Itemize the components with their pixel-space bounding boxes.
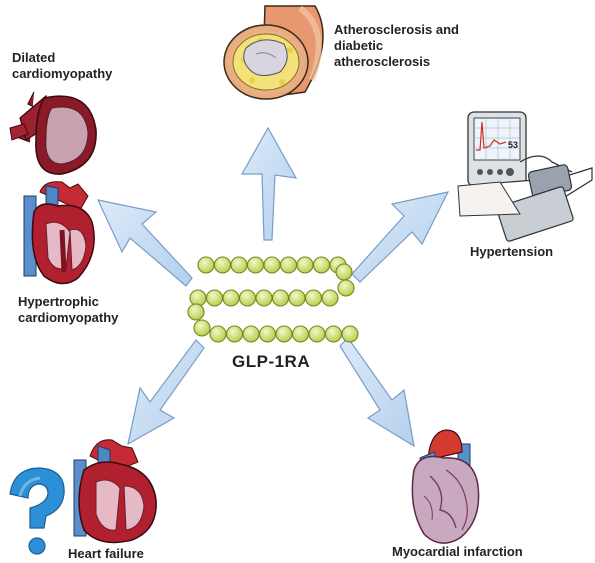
peptide-bead bbox=[187, 303, 205, 321]
arrow-to-heart-failure bbox=[127, 339, 205, 446]
peptide-bead bbox=[337, 279, 355, 297]
peptide-bead bbox=[263, 256, 281, 274]
question-mark-icon bbox=[9, 467, 65, 555]
arrow-to-hypertrophic bbox=[96, 199, 193, 287]
peptide-bead bbox=[258, 325, 277, 343]
label-hypertrophic-line1: Hypertrophic bbox=[18, 294, 99, 309]
heart-failure-illustration bbox=[73, 439, 157, 544]
peptide-bead bbox=[288, 289, 306, 307]
label-heart-failure-line1: Heart failure bbox=[68, 546, 144, 561]
peptide-bead bbox=[222, 289, 240, 307]
peptide-bead bbox=[230, 256, 248, 274]
arrows bbox=[96, 126, 450, 448]
label-heart-failure: Heart failure bbox=[68, 546, 144, 562]
label-myocardial-infarction: Myocardial infarction bbox=[392, 544, 523, 560]
arrow-to-hypertension bbox=[351, 191, 450, 283]
myocardial-infarction-heart-illustration bbox=[411, 429, 480, 544]
arrow-to-myocardial-infarction bbox=[339, 337, 415, 448]
hypertrophic-heart-illustration bbox=[23, 181, 95, 285]
peptide-bead bbox=[308, 325, 326, 343]
peptide-bead bbox=[321, 289, 339, 307]
center-label-glp1ra: GLP-1RA bbox=[232, 352, 311, 371]
peptide-bead bbox=[209, 325, 227, 343]
arrow-to-atherosclerosis bbox=[240, 126, 298, 241]
peptide-bead bbox=[312, 256, 331, 274]
label-athero-line3: atherosclerosis bbox=[334, 54, 431, 69]
peptide-bead bbox=[246, 256, 265, 274]
peptide-bead bbox=[189, 289, 207, 307]
label-hypertrophic-line2: cardiomyopathy bbox=[18, 310, 119, 325]
peptide-bead bbox=[213, 256, 232, 274]
peptide-bead bbox=[304, 289, 323, 307]
peptide-bead bbox=[324, 325, 343, 343]
peptide-chain bbox=[187, 256, 359, 343]
peptide-bead bbox=[271, 289, 290, 307]
label-athero-line2: diabetic bbox=[334, 38, 384, 53]
peptide-bead bbox=[242, 325, 260, 343]
peptide-bead bbox=[291, 325, 310, 343]
label-atherosclerosis: Atherosclerosis and diabetic atheroscler… bbox=[334, 22, 459, 70]
peptide-bead bbox=[255, 289, 273, 307]
label-hypertension-line1: Hypertension bbox=[470, 244, 554, 259]
blood-pressure-monitor-illustration bbox=[457, 111, 593, 242]
peptide-bead bbox=[238, 289, 257, 307]
label-mi-line1: Myocardial infarction bbox=[392, 544, 523, 559]
label-dilated-line1: Dilated bbox=[12, 50, 56, 65]
peptide-bead bbox=[193, 319, 211, 337]
peptide-bead bbox=[197, 256, 215, 274]
label-hypertension: Hypertension bbox=[470, 244, 553, 260]
peptide-bead bbox=[341, 325, 359, 343]
peptide-bead bbox=[279, 256, 298, 274]
label-hypertrophic-cardiomyopathy: Hypertrophic cardiomyopathy bbox=[18, 294, 118, 326]
peptide-bead bbox=[275, 325, 293, 343]
peptide-bead bbox=[296, 256, 314, 274]
label-dilated-cardiomyopathy: Dilated cardiomyopathy bbox=[12, 50, 112, 82]
peptide-bead bbox=[225, 325, 244, 343]
peptide-bead bbox=[335, 263, 353, 281]
label-athero-line1: Atherosclerosis and bbox=[334, 22, 459, 37]
monitor-reading: 53 bbox=[508, 140, 518, 150]
label-dilated-line2: cardiomyopathy bbox=[12, 66, 113, 81]
dilated-heart-illustration bbox=[9, 91, 97, 175]
atherosclerotic-vessel-illustration bbox=[223, 5, 324, 100]
peptide-bead bbox=[205, 289, 224, 307]
